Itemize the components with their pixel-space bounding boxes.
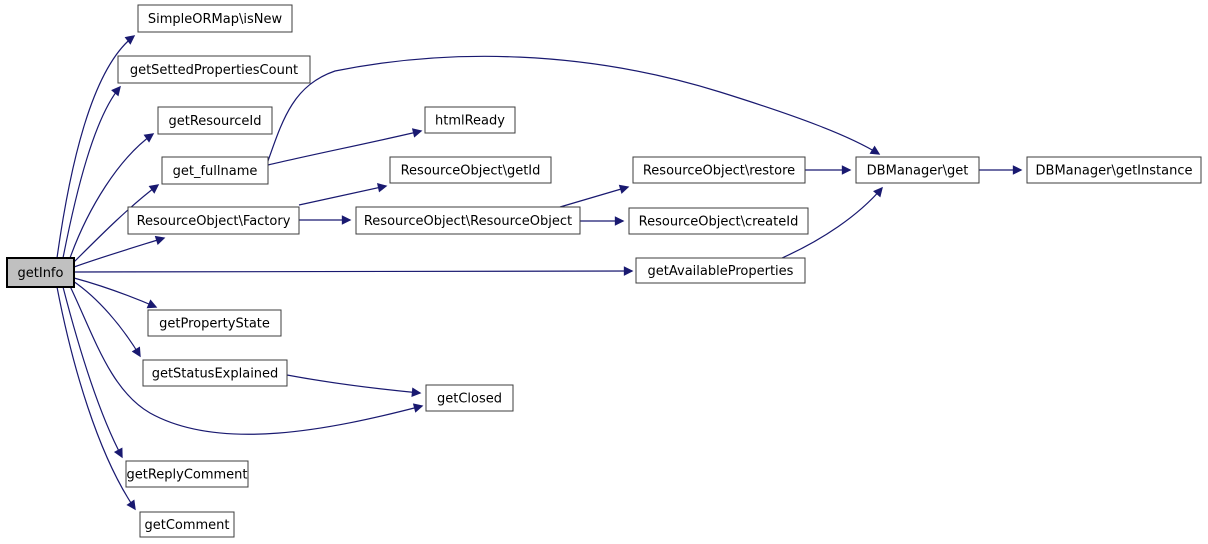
node-box-getSettedPropertiesCount[interactable] [117,55,311,84]
edge-getInfo-to-getResourceId [69,133,155,259]
node-label-dbmGet: DBManager\get [867,164,969,179]
node-box-htmlReady[interactable] [424,106,516,134]
node-getId[interactable]: ResourceObject\getId [389,156,552,184]
node-getInfo: getInfo [6,257,75,288]
node-box-getPropertyState[interactable] [147,309,282,337]
edge-getInfo-to-getReplyComment [62,286,123,459]
edge-getInfo-to-isNew [56,35,136,259]
edge-getInfo-to-getAvailableProperties [73,266,634,276]
node-factory[interactable]: ResourceObject\Factory [127,206,300,235]
node-label-getResourceId: getResourceId [168,114,261,129]
node-getPropertyState[interactable]: getPropertyState [147,309,282,337]
edge-get_fullname-to-htmlReady [267,128,423,166]
node-label-getAvailableProperties: getAvailableProperties [648,264,794,279]
edge-getInfo-to-factory [73,235,166,268]
node-get_fullname[interactable]: get_fullname [161,156,269,185]
node-box-resourceObject[interactable] [355,206,581,235]
node-box-getAvailableProperties[interactable] [635,257,806,284]
node-label-getSettedPropertiesCount: getSettedPropertiesCount [130,63,298,78]
edge-get_fullname-to-dbmGet [267,55,881,162]
node-getClosed[interactable]: getClosed [425,384,514,412]
node-resourceObject[interactable]: ResourceObject\ResourceObject [355,206,581,235]
node-box-dbmGetInstance[interactable] [1026,156,1202,184]
node-label-dbmGetInstance: DBManager\getInstance [1036,164,1193,179]
node-dbmGet[interactable]: DBManager\get [855,156,980,184]
edge-resourceObject-to-restore [559,184,630,208]
node-label-restore: ResourceObject\restore [643,164,795,179]
node-box-getReplyComment[interactable] [125,460,249,488]
node-label-isNew: SimpleORMap\isNew [148,12,283,27]
node-getComment[interactable]: getComment [139,511,235,538]
node-label-createId: ResourceObject\createId [639,215,799,230]
node-getStatusExplained[interactable]: getStatusExplained [142,359,288,387]
edge-getAvailableProperties-to-dbmGet [781,186,883,259]
edge-getInfo-to-getClosed [68,283,424,435]
node-htmlReady[interactable]: htmlReady [424,106,516,134]
edge-factory-to-getId [298,183,388,206]
node-box-dbmGet[interactable] [855,156,980,184]
edge-getInfo-to-getPropertyState [73,277,158,309]
node-box-getResourceId[interactable] [157,106,273,135]
node-box-isNew[interactable] [137,4,293,33]
node-createId[interactable]: ResourceObject\createId [628,207,809,235]
node-box-getComment[interactable] [139,511,235,538]
edge-getInfo-to-getStatusExplained [72,280,141,358]
node-label-getStatusExplained: getStatusExplained [152,367,279,382]
node-label-get_fullname: get_fullname [173,164,258,179]
node-box-get_fullname[interactable] [161,156,269,185]
node-label-getPropertyState: getPropertyState [159,317,270,332]
node-label-getInfo: getInfo [18,266,64,281]
node-getSettedPropertiesCount[interactable]: getSettedPropertiesCount [117,55,311,84]
node-getReplyComment[interactable]: getReplyComment [125,460,249,488]
node-label-factory: ResourceObject\Factory [137,214,291,229]
node-label-getComment: getComment [144,518,229,533]
node-box-getId[interactable] [389,156,552,184]
edge-getInfo-to-getComment [56,286,136,511]
edge-getStatusExplained-to-getClosed [286,374,422,398]
edge-getInfo-to-get_fullname [73,184,160,263]
node-label-getClosed: getClosed [437,392,502,407]
node-box-getStatusExplained[interactable] [142,359,288,387]
node-box-createId[interactable] [628,207,809,235]
node-box-getInfo [6,257,75,288]
node-isNew[interactable]: SimpleORMap\isNew [137,4,293,33]
node-label-resourceObject: ResourceObject\ResourceObject [364,214,572,229]
node-label-getId: ResourceObject\getId [401,164,541,179]
node-label-getReplyComment: getReplyComment [126,468,247,483]
node-box-factory[interactable] [127,206,300,235]
node-box-restore[interactable] [632,156,806,184]
node-getResourceId[interactable]: getResourceId [157,106,273,135]
node-dbmGetInstance[interactable]: DBManager\getInstance [1026,156,1202,184]
node-label-htmlReady: htmlReady [435,114,505,129]
node-restore[interactable]: ResourceObject\restore [632,156,806,184]
edge-getInfo-to-getSettedPropertiesCount [62,85,121,259]
node-box-getClosed[interactable] [425,384,514,412]
node-getAvailableProperties[interactable]: getAvailableProperties [635,257,806,284]
